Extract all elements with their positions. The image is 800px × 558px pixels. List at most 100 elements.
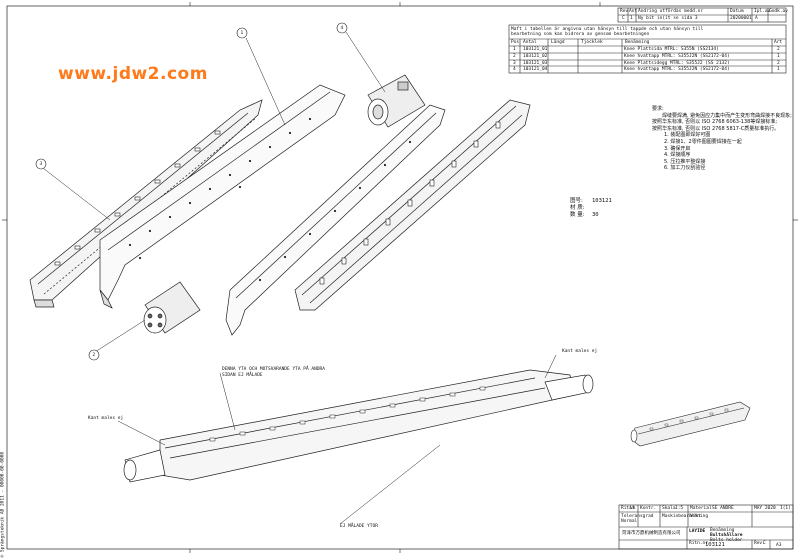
notes-line: 6. 加工刀仪刮验径 — [664, 165, 706, 172]
iso-assembly-thumbnail-slots — [649, 408, 729, 431]
parts-row-4-qty: 1 — [777, 67, 780, 72]
part-2-channel — [294, 99, 531, 311]
callout-label-1: 1 — [240, 30, 244, 36]
title-sheet: 1(1) — [780, 506, 791, 511]
title-part-name-2: Bolts holder — [710, 538, 743, 543]
parts-header-langd: Längd — [551, 40, 565, 45]
material-label: 材 质: — [570, 205, 585, 211]
rev-header-date: Datum — [730, 9, 744, 14]
notes-line: 2. 焊接1、2零件图图要焊接在一起 — [664, 138, 742, 145]
title-weight-label: Vikt — [690, 514, 701, 519]
title-format: A3 — [776, 543, 782, 548]
title-rev-label: Rev. — [754, 541, 765, 546]
parts-row-3-name: Knee Plattsidegg MTRL: S355J2 (SS 2132) — [624, 60, 730, 66]
leader-lines — [42, 31, 557, 525]
parts-row-1-name: Knee Plattsida MTRL: S355N (SS2134) — [624, 47, 719, 52]
parts-row-3-pos: 3 — [513, 60, 516, 66]
callout-label-4: 4 — [340, 25, 344, 31]
parts-row-3-qty: 2 — [777, 60, 780, 66]
part-2-end-cylinder — [143, 281, 201, 334]
parts-row-2-name: Knee hvattapp MTRL: S355J2N (SS2172-04) — [624, 54, 730, 59]
title-surface: Maskinbearbetning — [662, 514, 709, 519]
surface-note-line-1: DENNA YTA OCH MOTSVARANDE YTA PÅ ANDRA — [222, 367, 325, 372]
title-part-name-1: Bultshållare — [710, 533, 743, 538]
notes-line: 1. 装配图即焊好可图 — [664, 132, 711, 139]
rev-header-godkav: Godk.av — [769, 9, 788, 14]
part-1-side-plate — [99, 84, 346, 309]
parts-row-2-qty: 1 — [777, 54, 780, 59]
unpainted-surfaces-note: EJ MÅLADE YTOR — [340, 524, 378, 529]
requirements-notes: 要求: 焊缝要焊满, 避免因应力集中而产生变形弯曲焊接不良现象; 按照华东标准,… — [652, 106, 792, 172]
margin-copyright-text: © Sprängsteknik AB 2011 - 00000-00-0000 — [0, 451, 6, 558]
rev-header-rev: Rev — [620, 9, 629, 14]
rev-row-rev: C — [622, 16, 625, 21]
rev-header-change: Ändring utfördas medd.nr — [638, 9, 704, 14]
notes-line: 按照华东标准, 否则以 ISO 2768 6063-138等焊接标准; — [652, 119, 778, 126]
title-scale-label: Skala — [662, 506, 676, 511]
parts-row-4-name: Knee hvattapp MTRL: S355J2N (SS2172-04) — [624, 67, 730, 72]
parts-row-2-pos: 2 — [513, 54, 516, 59]
parts-row-4-no: 103121_04 — [523, 67, 548, 72]
parts-header-antal: Antal — [523, 40, 537, 45]
parts-row-3-no: 103121_03 — [523, 60, 548, 66]
parts-header-benamning: Benämning — [625, 40, 650, 45]
drawing-no-label: 图号: — [570, 198, 583, 204]
title-drawn-by: Lk — [630, 506, 636, 511]
notes-line: 焊缝要焊满, 避免因应力集中而产生变形弯曲焊接不良现象; — [662, 112, 792, 119]
part-3-slots — [54, 130, 221, 266]
notes-line: 按照华东标准, 否则以 ISO 2768 5817-C质量标准执行。 — [652, 125, 780, 132]
watermark-text: www.jdw2.com — [58, 64, 208, 84]
callout-circles — [35, 22, 348, 361]
rev-header-ant: Ant — [629, 9, 638, 14]
parts-header-art: Art — [774, 40, 783, 45]
title-company-code: LAYIDE — [689, 529, 706, 534]
parts-header-tjocklek: Tjocklek — [581, 40, 603, 45]
parts-row-1-no: 103121_01 — [523, 47, 548, 52]
title-drawn-by-label: Ritat — [621, 506, 635, 511]
edge-note-left: Kant males ej — [88, 416, 124, 421]
title-part-name-label: Benämning — [710, 528, 735, 533]
main-assembly — [123, 369, 594, 483]
title-date: MAY 2020 — [754, 506, 776, 511]
title-rev: C — [763, 541, 766, 546]
surface-note-line-2: SIDAN EJ MÅLADE — [222, 373, 263, 378]
title-scale: 1:5 — [675, 506, 684, 511]
rev-header-iplav: Ipl.av — [754, 9, 771, 14]
title-company: 菏泽市万鼎机械制造有限公司 — [622, 531, 681, 536]
callout-label-2: 2 — [92, 352, 96, 358]
parts-header-pos: Pos — [511, 40, 520, 45]
title-checked-label: Kontr. — [640, 506, 657, 511]
title-drawing-no: 103121 — [705, 542, 725, 548]
iso-assembly-thumbnail — [630, 401, 751, 447]
parts-note-line-2: bearbetning som kan bidrera av gensom be… — [511, 32, 650, 37]
parts-row-1-qty: 2 — [777, 47, 780, 52]
quantity-label: 数 量: — [570, 212, 585, 218]
notes-line: 5. 压拉推平整焊接 — [664, 158, 706, 165]
notes-line: 4. 焊接顺序 — [664, 152, 691, 159]
notes-line: 3. 确保开启 — [664, 145, 691, 152]
part-1b-holes — [258, 140, 412, 282]
revision-grid — [617, 7, 787, 23]
title-drawing-no-label: Ritn.nr — [689, 541, 708, 546]
part-1-holes — [128, 117, 312, 260]
title-material-label: Material — [690, 506, 712, 511]
parts-row-1-pos: 1 — [513, 47, 516, 52]
part-3-slotted-bar — [29, 99, 263, 308]
part-4-cylinder — [367, 74, 426, 128]
parts-row-4-pos: 4 — [513, 67, 516, 72]
part-1b-side-plate — [225, 104, 446, 336]
rev-row-ant: 1 — [630, 16, 633, 21]
edge-note-right: Kant males ej — [562, 349, 598, 354]
rev-row-change: Ny bit in(it se sida 3 — [638, 16, 698, 21]
callout-label-3: 3 — [39, 161, 43, 167]
main-assembly-slots — [209, 386, 486, 442]
title-tolerance-label: Toleransgrad — [621, 514, 654, 519]
rev-row-iplav: A — [755, 16, 758, 21]
title-tolerance: Normal — [621, 519, 638, 524]
title-material: SE ANDRE — [712, 506, 734, 511]
drawing-no-value: 103121 — [592, 198, 612, 204]
parts-note-line-1: Maft i tabellen är angivna utan hänsyn t… — [511, 27, 704, 32]
